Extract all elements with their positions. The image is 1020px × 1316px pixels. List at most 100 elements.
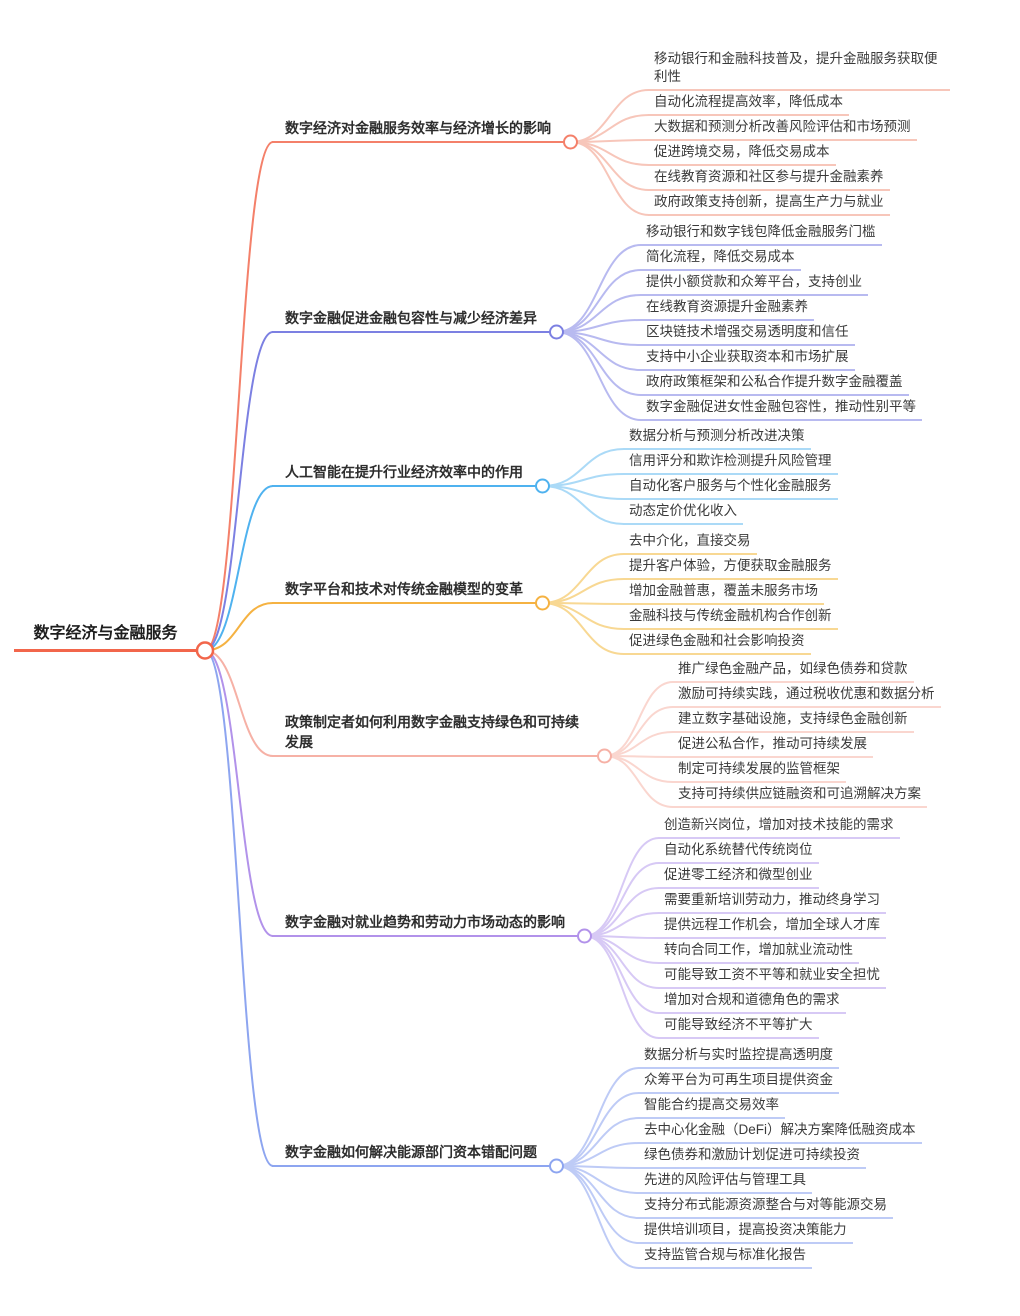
branch-node: 人工智能在提升行业经济效率中的作用	[272, 462, 536, 487]
leaf-node: 促进公私合作，推动可持续发展	[672, 735, 873, 758]
mindmap-link	[555, 1117, 640, 1167]
leaf-node: 简化流程，降低交易成本	[640, 248, 801, 271]
leaf-node: 激励可持续实践，通过税收优惠和数据分析	[672, 685, 941, 708]
leaf-node: 先进的风险评估与管理工具	[638, 1171, 812, 1194]
mindmap-link	[204, 602, 274, 652]
mindmap-link	[569, 89, 650, 143]
mindmap-link	[555, 331, 642, 396]
leaf-node: 智能合约提高交易效率	[638, 1096, 785, 1119]
leaf-node: 提升客户体验，方便获取金融服务	[623, 557, 838, 580]
node-toggle-circle[interactable]	[549, 1158, 564, 1174]
leaf-node: 绿色债券和激励计划促进可持续投资	[638, 1146, 866, 1169]
mindmap-link	[541, 578, 625, 604]
leaf-node: 众筹平台为可再生项目提供资金	[638, 1071, 839, 1094]
leaf-node: 增加金融普惠，覆盖未服务市场	[623, 582, 824, 605]
leaf-node: 创造新兴岗位，增加对技术技能的需求	[658, 816, 900, 839]
mindmap-link	[541, 553, 625, 604]
branch-node: 数字金融如何解决能源部门资本错配问题	[272, 1142, 550, 1167]
leaf-node: 支持中小企业获取资本和市场扩展	[640, 348, 855, 371]
leaf-node: 信用评分和欺诈检测提升风险管理	[623, 452, 838, 475]
mindmap-link	[204, 141, 274, 652]
leaf-node: 大数据和预测分析改善风险评估和市场预测	[648, 118, 917, 141]
mindmap-link	[583, 935, 660, 1039]
mindmap-link	[541, 602, 625, 630]
mindmap-link	[569, 114, 650, 143]
mindmap-link	[541, 485, 625, 525]
mindmap-link	[204, 485, 274, 652]
branch-node: 数字经济对金融服务效率与经济增长的影响	[272, 118, 564, 143]
leaf-node: 数字金融促进女性金融包容性，推动性别平等	[640, 398, 922, 421]
mindmap-link	[555, 1165, 640, 1244]
leaf-node: 建立数字基础设施，支持绿色金融创新	[672, 710, 914, 733]
mindmap-link	[555, 1092, 640, 1167]
node-toggle-circle[interactable]	[563, 134, 578, 150]
leaf-node: 支持分布式能源资源整合与对等能源交易	[638, 1196, 893, 1219]
mindmap-link	[583, 837, 660, 937]
leaf-node: 数据分析与预测分析改进决策	[623, 427, 811, 450]
leaf-group: 去中介化，直接交易提升客户体验，方便获取金融服务增加金融普惠，覆盖未服务市场金融…	[623, 532, 838, 657]
leaf-node: 支持监管合规与标准化报告	[638, 1246, 812, 1269]
leaf-node: 可能导致工资不平等和就业安全担忧	[658, 966, 886, 989]
leaf-node: 政府政策支持创新，提高生产力与就业	[648, 193, 890, 216]
leaf-node: 提供小额贷款和众筹平台，支持创业	[640, 273, 868, 296]
root-node: 数字经济与金融服务	[14, 623, 197, 652]
mindmap-link	[204, 649, 274, 1167]
leaf-node: 区块链技术增强交易透明度和信任	[640, 323, 855, 346]
mindmap-link	[541, 602, 625, 655]
branch-node: 数字金融促进金融包容性与减少经济差异	[272, 308, 550, 333]
mindmap-link	[583, 887, 660, 937]
mindmap-link	[603, 755, 674, 783]
leaf-node: 推广绿色金融产品，如绿色债券和贷款	[672, 660, 914, 683]
branch-node: 政策制定者如何利用数字金融支持绿色和可持续发展	[272, 712, 598, 757]
mindmap-link	[583, 862, 660, 937]
leaf-node: 自动化流程提高效率，降低成本	[648, 93, 849, 116]
branch-node: 数字金融对就业趋势和劳动力市场动态的影响	[272, 912, 578, 937]
mindmap-link	[583, 935, 660, 1014]
leaf-group: 数据分析与预测分析改进决策信用评分和欺诈检测提升风险管理自动化客户服务与个性化金…	[623, 427, 838, 527]
leaf-node: 动态定价优化收入	[623, 502, 743, 525]
leaf-node: 促进绿色金融和社会影响投资	[623, 632, 811, 655]
leaf-node: 增加对合规和道德角色的需求	[658, 991, 846, 1014]
node-toggle-circle[interactable]	[535, 478, 550, 494]
mindmap-link	[603, 681, 674, 757]
leaf-node: 移动银行和数字钱包降低金融服务门槛	[640, 223, 882, 246]
node-toggle-circle[interactable]	[535, 595, 550, 611]
leaf-node: 自动化系统替代传统岗位	[658, 841, 819, 864]
mindmap-link	[555, 331, 642, 421]
leaf-group: 推广绿色金融产品，如绿色债券和贷款激励可持续实践，通过税收优惠和数据分析建立数字…	[672, 660, 941, 810]
mindmap-link	[555, 269, 642, 333]
leaf-node: 自动化客户服务与个性化金融服务	[623, 477, 838, 500]
node-toggle-circle[interactable]	[577, 928, 592, 944]
leaf-node: 促进零工经济和微型创业	[658, 866, 819, 889]
leaf-node: 提供培训项目，提高投资决策能力	[638, 1221, 853, 1244]
node-toggle-circle[interactable]	[549, 324, 564, 340]
leaf-node: 转向合同工作，增加就业流动性	[658, 941, 859, 964]
node-toggle-circle[interactable]	[597, 748, 612, 764]
leaf-node: 需要重新培训劳动力，推动终身学习	[658, 891, 886, 914]
mindmap-link	[603, 706, 674, 757]
branch-node: 数字平台和技术对传统金融模型的变革	[272, 579, 536, 604]
mindmap-link	[555, 244, 642, 333]
mindmap-link	[555, 1165, 640, 1269]
leaf-node: 在线教育资源和社区参与提升金融素养	[648, 168, 890, 191]
leaf-node: 数据分析与实时监控提高透明度	[638, 1046, 839, 1069]
leaf-group: 移动银行和金融科技普及，提升金融服务获取便利性自动化流程提高效率，降低成本大数据…	[648, 50, 950, 218]
mindmap-link	[555, 1067, 640, 1167]
leaf-node: 去中介化，直接交易	[623, 532, 757, 555]
mindmap-link	[204, 649, 274, 757]
mindmap-link	[204, 331, 274, 652]
node-toggle-circle[interactable]	[195, 641, 215, 660]
leaf-node: 促进跨境交易，降低交易成本	[648, 143, 836, 166]
leaf-node: 移动银行和金融科技普及，提升金融服务获取便利性	[648, 50, 950, 91]
leaf-node: 支持可持续供应链融资和可追溯解决方案	[672, 785, 927, 808]
leaf-node: 提供远程工作机会，增加全球人才库	[658, 916, 886, 939]
leaf-node: 制定可持续发展的监管框架	[672, 760, 846, 783]
leaf-node: 金融科技与传统金融机构合作创新	[623, 607, 838, 630]
leaf-node: 去中心化金融（DeFi）解决方案降低融资成本	[638, 1121, 922, 1144]
leaf-group: 数据分析与实时监控提高透明度众筹平台为可再生项目提供资金智能合约提高交易效率去中…	[638, 1046, 922, 1271]
leaf-group: 移动银行和数字钱包降低金融服务门槛简化流程，降低交易成本提供小额贷款和众筹平台，…	[640, 223, 922, 423]
mindmap-link	[603, 755, 674, 808]
leaf-node: 在线教育资源提升金融素养	[640, 298, 814, 321]
